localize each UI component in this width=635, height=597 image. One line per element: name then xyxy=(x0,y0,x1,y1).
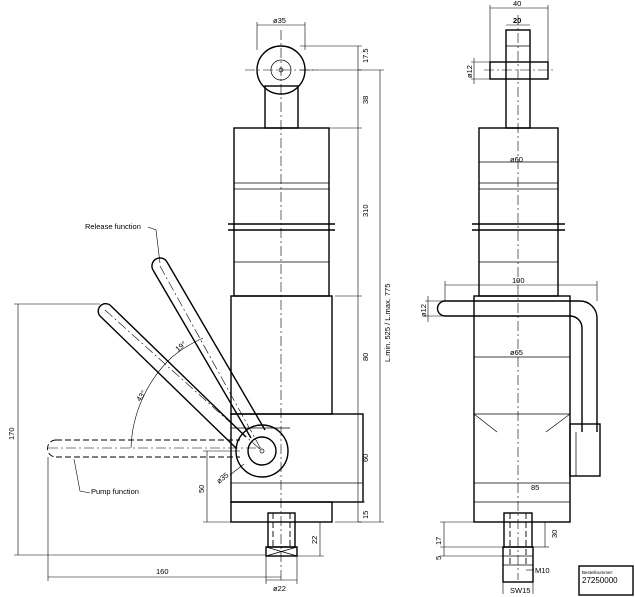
side-body: ø65 85 xyxy=(473,295,571,523)
dim-pivot-diameter: ø35 xyxy=(215,463,245,486)
svg-text:38: 38 xyxy=(361,96,370,104)
dim-stub-30: 30 xyxy=(533,522,559,548)
release-angle-label: 19° xyxy=(174,339,188,353)
dim-stub-diameter: ø22 xyxy=(265,556,298,593)
dim-vertical-stack: 17.5 38 310 80 60 15 xyxy=(300,45,370,523)
dim-foot-5: 5 xyxy=(434,555,503,560)
svg-text:ø60: ø60 xyxy=(510,155,523,164)
dim-wrench: SW15 xyxy=(502,582,534,595)
svg-text:80: 80 xyxy=(361,353,370,361)
svg-text:Pump function: Pump function xyxy=(91,487,139,496)
svg-text:50: 50 xyxy=(197,485,206,493)
dim-pivot-offset: 50 xyxy=(197,450,240,523)
side-stub xyxy=(502,512,534,583)
svg-text:ø35: ø35 xyxy=(273,16,286,25)
svg-text:ø65: ø65 xyxy=(510,348,523,357)
svg-text:30: 30 xyxy=(550,530,559,538)
svg-text:170: 170 xyxy=(7,427,16,440)
order-number: 27250000 xyxy=(582,576,618,585)
svg-text:40: 40 xyxy=(513,0,521,8)
title-block: Bestellnummer: 27250000 xyxy=(578,565,634,596)
release-angle-arc xyxy=(171,337,204,358)
svg-text:M10: M10 xyxy=(535,566,550,575)
svg-text:100: 100 xyxy=(512,276,525,285)
side-cylinder: ø60 xyxy=(472,127,565,297)
dim-lever-height: 170 xyxy=(7,303,265,556)
svg-text:Release function: Release function xyxy=(85,222,141,231)
svg-text:ø12: ø12 xyxy=(465,65,474,78)
dim-handle-span: 100 xyxy=(444,276,598,301)
upper-cylinder xyxy=(228,127,335,297)
side-view: 40 20 ø12 ø60 xyxy=(419,0,601,595)
svg-text:85: 85 xyxy=(531,483,539,492)
pump-lever-lowered xyxy=(47,439,262,458)
release-lever xyxy=(151,257,266,452)
dim-thread: M10 xyxy=(526,566,550,575)
pump-angle-arc xyxy=(130,356,173,449)
svg-text:SW15: SW15 xyxy=(510,586,530,595)
dim-total-length: L.min. 525 / L.max. 775 xyxy=(358,69,392,523)
svg-text:310: 310 xyxy=(361,204,370,217)
release-callout: Release function xyxy=(85,222,161,264)
svg-text:17: 17 xyxy=(434,537,443,545)
svg-text:L.min. 525 / L.max. 775: L.min. 525 / L.max. 775 xyxy=(383,284,392,362)
pump-lever-raised xyxy=(97,302,263,452)
svg-text:20: 20 xyxy=(513,16,521,25)
dim-lever-reach: 160 xyxy=(47,457,281,581)
pump-body xyxy=(230,295,364,523)
svg-text:15: 15 xyxy=(361,511,370,519)
svg-text:160: 160 xyxy=(156,567,169,576)
side-handle xyxy=(436,300,601,477)
dim-pin-diameter: ø12 xyxy=(465,58,490,84)
svg-text:22: 22 xyxy=(310,536,319,544)
svg-text:Bestellnummer:: Bestellnummer: xyxy=(582,570,613,575)
dim-foot-17: 17 xyxy=(434,521,503,556)
svg-text:ø22: ø22 xyxy=(273,584,286,593)
svg-text:5: 5 xyxy=(434,556,443,560)
svg-text:17.5: 17.5 xyxy=(361,48,370,63)
front-view: 43° 19° ø35 17.5 38 310 80 60 15 xyxy=(7,16,392,593)
dim-side-width: 40 20 xyxy=(489,0,549,62)
dim-stub-length: 22 xyxy=(297,522,324,557)
svg-text:60: 60 xyxy=(361,454,370,462)
side-pin xyxy=(489,61,549,80)
piston-rod xyxy=(264,85,299,129)
svg-text:ø12: ø12 xyxy=(419,304,428,317)
pump-callout: Pump function xyxy=(73,458,139,496)
top-eye xyxy=(245,30,318,580)
bottom-stub xyxy=(265,512,298,557)
dim-eye-diameter: ø35 xyxy=(256,16,306,50)
dim-handle-diameter: ø12 xyxy=(419,296,445,322)
svg-text:ø35: ø35 xyxy=(215,471,231,486)
